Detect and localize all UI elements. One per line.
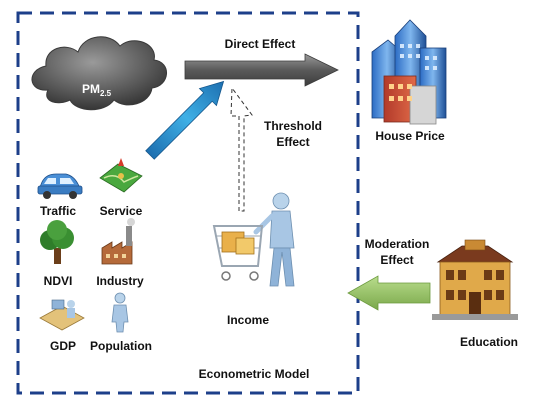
gdp-label: GDP: [50, 339, 76, 353]
econometric-model-label: Econometric Model: [199, 367, 310, 381]
map-icon: [99, 158, 143, 193]
traffic-label: Traffic: [40, 204, 76, 218]
econometric-model-frame: [16, 11, 360, 395]
threshold-effect-label-line2: Effect: [276, 135, 309, 149]
tree-icon: [40, 220, 74, 264]
moderation-effect-label-line1: Moderation: [365, 237, 430, 251]
industry-label: Industry: [96, 274, 144, 288]
pm25-label: PM2.5: [82, 82, 112, 98]
population-label: Population: [90, 339, 152, 353]
threshold-effect-label-line1: Threshold: [264, 119, 322, 133]
pm-effect-arrow: [145, 80, 225, 160]
ndvi-label: NDVI: [44, 274, 73, 288]
person-icon: [111, 292, 129, 333]
house-price-label: House Price: [375, 129, 445, 143]
service-label: Service: [100, 204, 143, 218]
pm25-main: PM: [82, 82, 100, 96]
moderation-effect-arrow: [347, 275, 431, 311]
direct-effect-arrow: [184, 53, 339, 87]
school-building-icon: [432, 239, 518, 320]
education-label: Education: [460, 335, 518, 349]
office-desk-icon: [39, 299, 85, 331]
threshold-effect-arrow: [230, 86, 253, 212]
pm25-subscript: 2.5: [100, 89, 112, 98]
moderation-effect-label-line2: Effect: [380, 253, 413, 267]
factory-icon: [101, 218, 135, 265]
smog-cloud-icon: [31, 36, 167, 111]
direct-effect-label: Direct Effect: [225, 37, 296, 51]
city-buildings-icon: [371, 19, 447, 125]
car-icon: [37, 173, 83, 199]
income-label: Income: [227, 313, 269, 327]
shopping-cart-person-icon: [212, 192, 295, 287]
